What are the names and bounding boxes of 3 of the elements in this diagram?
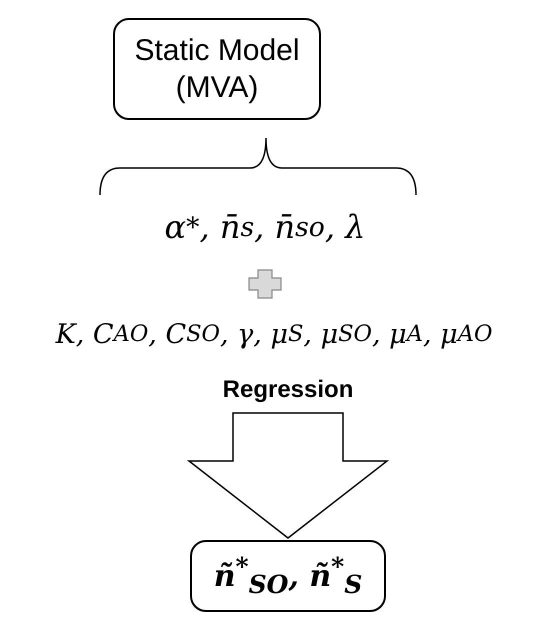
edge-label: Regression (222, 376, 354, 404)
process-box: Static Model (MVA) (113, 18, 321, 120)
block-arrow (186, 412, 390, 539)
